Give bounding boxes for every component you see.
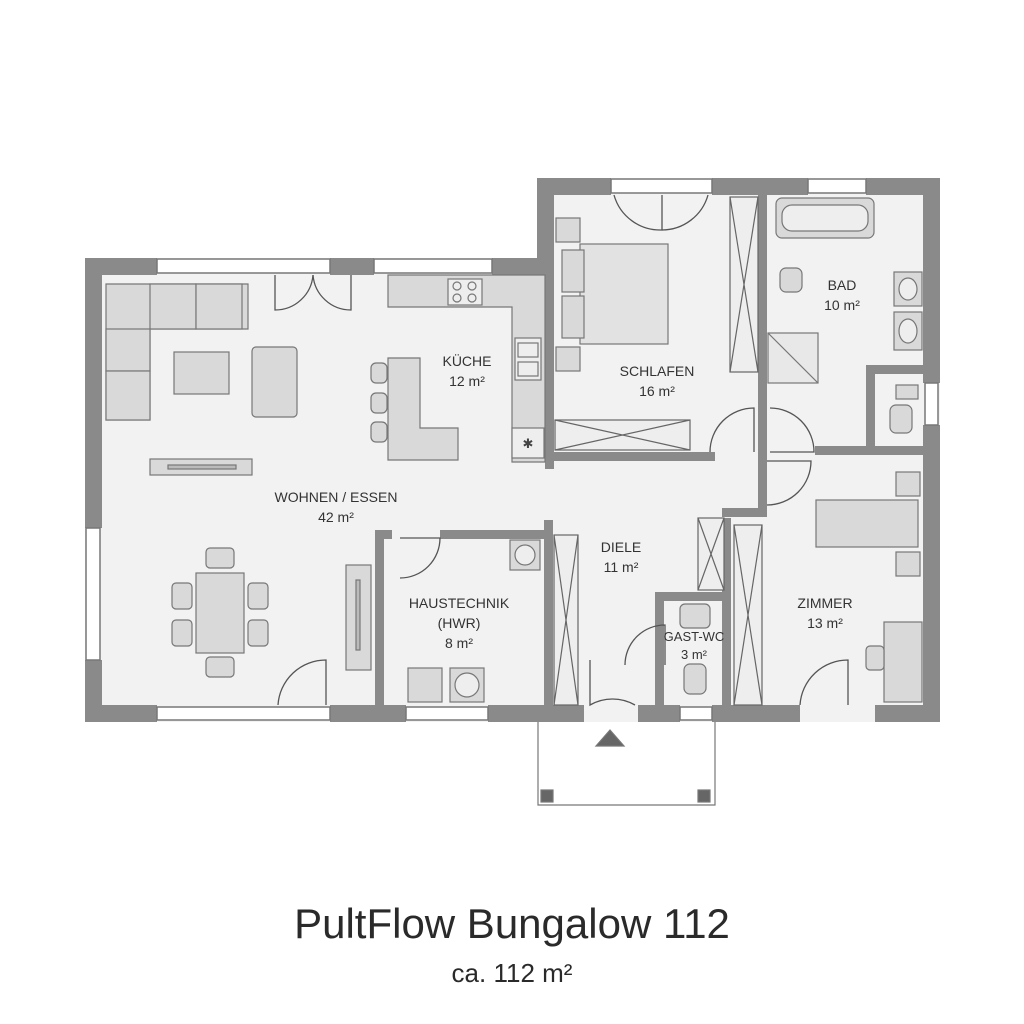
room-area-zimmer: 13 m² <box>807 615 843 631</box>
bedroom-furniture <box>555 217 669 372</box>
room-name-diele: DIELE <box>601 539 641 555</box>
plan-subtitle: ca. 112 m² <box>451 958 573 988</box>
outer-walls <box>85 178 940 722</box>
room-area-diele: 11 m² <box>604 559 639 575</box>
utility-fixtures <box>407 539 541 703</box>
room-name-bad: BAD <box>828 277 857 293</box>
oven-icon: ✱ <box>523 436 534 451</box>
room-area-gastwc: 3 m² <box>681 647 708 662</box>
room-name-zimmer: ZIMMER <box>797 595 852 611</box>
interior-walls <box>375 178 926 722</box>
room-area-bad: 10 m² <box>824 297 860 313</box>
room-name2-haustechnik: (HWR) <box>438 615 481 631</box>
room-name-wohnen: WOHNEN / ESSEN <box>275 489 398 505</box>
room-area-haustechnik: 8 m² <box>445 635 473 651</box>
plan-title: PultFlow Bungalow 112 <box>294 900 730 947</box>
room-name-haustechnik: HAUSTECHNIK <box>409 595 510 611</box>
room-area-kueche: 12 m² <box>449 373 485 389</box>
room-area-wohnen: 42 m² <box>318 509 354 525</box>
room-name-schlafen: SCHLAFEN <box>620 363 695 379</box>
zimmer-furniture <box>815 471 923 703</box>
guest-wc-fixtures <box>679 603 711 695</box>
room-name-gastwc: GAST-WC <box>664 629 725 644</box>
dining-set <box>171 547 269 678</box>
windows <box>85 178 939 721</box>
room-name-kueche: KÜCHE <box>442 352 491 369</box>
entrance-porch <box>537 722 716 806</box>
room-area-schlafen: 16 m² <box>639 383 675 399</box>
living-furniture <box>105 283 372 671</box>
doors <box>274 194 849 707</box>
closets <box>553 196 763 706</box>
bathroom-fixtures <box>767 197 923 434</box>
kitchen-furniture <box>370 274 546 463</box>
